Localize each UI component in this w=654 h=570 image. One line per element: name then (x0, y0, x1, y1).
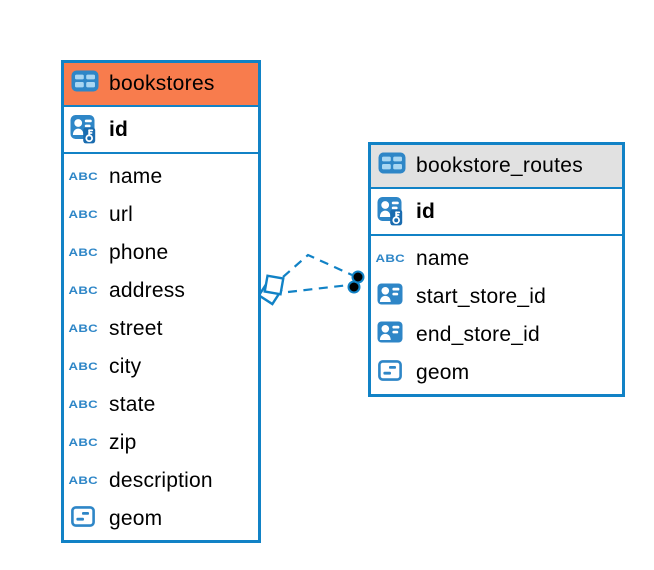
column-type-iconbox: ABC (68, 437, 98, 449)
column-name: id (109, 117, 129, 141)
text-type-icon: ABC (68, 209, 98, 221)
column-type-iconbox (375, 359, 405, 387)
column-row-description[interactable]: ABC description (64, 462, 258, 500)
column-name: name (416, 247, 470, 270)
column-type-iconbox (375, 321, 405, 349)
column-name: geom (109, 507, 163, 530)
column-type-iconbox: ABC (68, 323, 98, 335)
column-name: url (109, 203, 133, 226)
text-type-icon: ABC (68, 399, 98, 411)
column-row-start_store_id[interactable]: start_store_id (371, 278, 622, 316)
id-reference-icon (377, 283, 403, 311)
text-type-icon: ABC (68, 247, 98, 259)
column-type-iconbox (68, 505, 98, 533)
column-name: name (109, 165, 163, 188)
column-name: start_store_id (416, 285, 547, 308)
text-type-icon: ABC (68, 323, 98, 335)
column-row-city[interactable]: ABC city (64, 348, 258, 386)
text-type-icon: ABC (68, 285, 98, 297)
column-row-name[interactable]: ABC name (64, 158, 258, 196)
column-name: state (109, 393, 156, 416)
column-type-iconbox (375, 283, 405, 311)
column-row-end_store_id[interactable]: end_store_id (371, 316, 622, 354)
column-name: id (416, 199, 436, 223)
column-row-url[interactable]: ABC url (64, 196, 258, 234)
table-bookstores-header[interactable]: bookstores (64, 63, 258, 107)
text-type-icon: ABC (375, 253, 405, 265)
table-icon (377, 152, 407, 180)
primary-key-icon (377, 192, 404, 232)
table-title: bookstore_routes (416, 154, 584, 177)
column-type-iconbox: ABC (68, 361, 98, 373)
column-type-iconbox (375, 192, 405, 232)
text-type-icon: ABC (68, 437, 98, 449)
column-name: street (109, 317, 163, 340)
table-bookstore-routes-header[interactable]: bookstore_routes (371, 145, 622, 189)
column-row-name[interactable]: ABC name (371, 240, 622, 278)
column-type-iconbox: ABC (68, 285, 98, 297)
column-type-iconbox (68, 110, 98, 150)
relation-line-lower[interactable] (287, 283, 350, 294)
text-type-icon: ABC (68, 171, 98, 183)
column-name: city (109, 355, 142, 378)
column-row-geom[interactable]: geom (64, 500, 258, 538)
column-type-iconbox: ABC (375, 253, 405, 265)
geometry-icon (378, 359, 402, 387)
table-icon (71, 70, 99, 98)
primary-key-icon (70, 110, 97, 150)
column-row-zip[interactable]: ABC zip (64, 424, 258, 462)
column-name: end_store_id (416, 323, 540, 346)
relation-line-upper[interactable] (282, 253, 353, 278)
text-type-icon: ABC (68, 475, 98, 487)
id-reference-icon (377, 321, 403, 349)
column-row-street[interactable]: ABC street (64, 310, 258, 348)
column-name: zip (109, 431, 137, 454)
column-name: phone (109, 241, 169, 264)
column-name: geom (416, 361, 470, 384)
column-row-address[interactable]: ABC address (64, 272, 258, 310)
text-type-icon: ABC (68, 361, 98, 373)
column-type-iconbox: ABC (68, 399, 98, 411)
column-name: address (109, 279, 186, 302)
primary-key-section: id (371, 189, 622, 236)
table-bookstore-routes[interactable]: bookstore_routes id ABC name start_store_i… (368, 142, 625, 397)
column-type-iconbox: ABC (68, 247, 98, 259)
column-row-geom[interactable]: geom (371, 354, 622, 392)
table-icon (70, 70, 100, 98)
column-row-phone[interactable]: ABC phone (64, 234, 258, 272)
column-row-id[interactable]: id (64, 107, 258, 152)
table-title: bookstores (109, 72, 215, 95)
column-row-id[interactable]: id (371, 189, 622, 234)
geometry-icon (71, 505, 95, 533)
column-row-state[interactable]: ABC state (64, 386, 258, 424)
column-type-iconbox: ABC (68, 475, 98, 487)
column-type-iconbox: ABC (68, 171, 98, 183)
column-type-iconbox: ABC (68, 209, 98, 221)
relation-endpoint-dots[interactable] (347, 270, 365, 294)
primary-key-section: id (64, 107, 258, 154)
column-name: description (109, 469, 213, 492)
relation-diamond-marker[interactable] (257, 274, 285, 306)
table-icon (378, 152, 406, 180)
